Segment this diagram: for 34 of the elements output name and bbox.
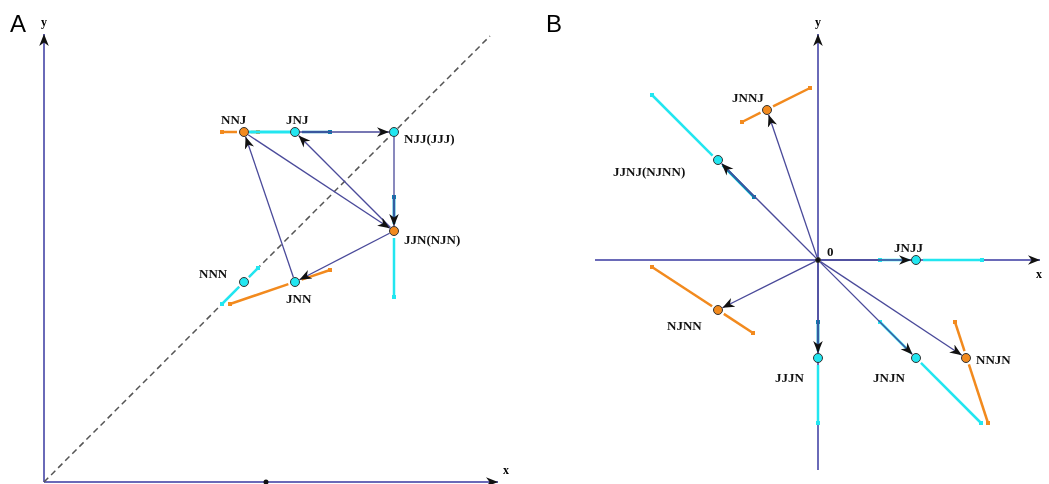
axis-label: y xyxy=(815,16,821,28)
point-label: NNJN xyxy=(976,353,1011,366)
point-label: JNJN xyxy=(873,371,905,384)
arrow xyxy=(720,162,817,259)
arrow xyxy=(819,261,963,356)
panel-letter: B xyxy=(546,12,562,36)
axis-label: y xyxy=(41,16,47,28)
axis-label: x xyxy=(1036,268,1042,280)
point-label: JJN(NJN) xyxy=(404,233,461,246)
arrow xyxy=(820,255,912,265)
point-label: JNNJ xyxy=(732,91,764,104)
point-label: NJJ(JJJ) xyxy=(404,132,455,145)
arrow xyxy=(767,114,818,258)
point-label: JNJJ xyxy=(894,241,923,254)
arrow xyxy=(247,134,391,229)
point-label: NNJ xyxy=(221,113,247,126)
point-label: JNJ xyxy=(286,113,309,126)
connector-line xyxy=(249,130,290,134)
point-label: JJJN xyxy=(775,371,804,384)
arrow xyxy=(721,260,816,309)
arrow xyxy=(299,127,390,137)
arrow xyxy=(244,136,295,278)
arrow xyxy=(298,232,391,281)
axis-label: x xyxy=(503,464,509,476)
arrow xyxy=(389,136,399,227)
point-label: JNN xyxy=(286,292,312,305)
panel-letter: A xyxy=(10,12,26,36)
point-label: NNN xyxy=(199,267,228,280)
point-label: 0 xyxy=(827,245,834,258)
point-label: JJNJ(NJNN) xyxy=(613,165,686,178)
arrow xyxy=(819,261,914,356)
arrow xyxy=(813,262,823,354)
point-label: NJNN xyxy=(667,319,702,332)
arrow xyxy=(297,134,392,229)
